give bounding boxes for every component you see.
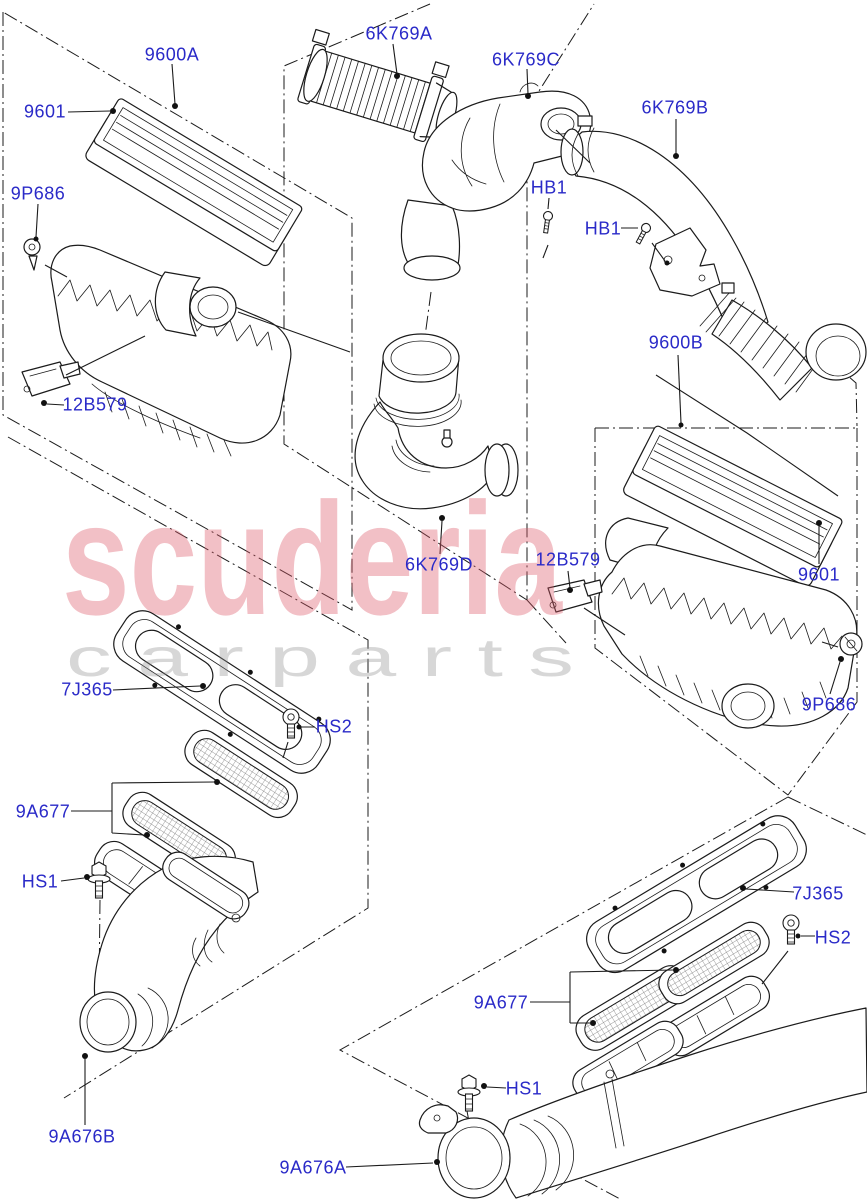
part-label-9600a: 9600A (144, 44, 200, 65)
part-label-9a677-right: 9A677 (473, 992, 529, 1013)
part-label-6k769c: 6K769C (491, 49, 561, 70)
part-filter-element-left (85, 98, 303, 267)
boundary-box-top-left (2, 11, 353, 611)
part-intake-cover-7j365-right (586, 815, 807, 974)
mounting-bracket (649, 227, 721, 297)
part-label-12b579-right: 12B579 (535, 549, 601, 570)
bolt-hb1-first-icon (540, 210, 554, 235)
part-label-9a676b: 9A676B (48, 1126, 116, 1147)
part-grommet-right (839, 632, 863, 656)
part-label-9p686-right: 9P686 (801, 694, 857, 715)
part-label-9p686-left: 9P686 (10, 183, 66, 204)
part-outlet-duct-6k769c (400, 82, 592, 281)
boundary-box-lower-left (7, 436, 369, 1099)
part-label-hs1-left: HS1 (21, 871, 59, 892)
part-label-9601-right: 9601 (797, 564, 841, 585)
watermark-primary: scuderia (62, 469, 563, 648)
part-filter-element-right (623, 425, 843, 587)
screw-hs2-right-icon (782, 914, 800, 945)
part-grommet-left (23, 238, 41, 271)
part-label-hs2-right: HS2 (814, 927, 852, 948)
part-elbow-duct-6k769d (354, 333, 519, 510)
part-label-7j365-left: 7J365 (61, 679, 113, 700)
watermark-secondary: c a r p a r t s (66, 628, 574, 688)
bolt-hs1-right-icon (457, 1074, 481, 1112)
part-label-12b579-left: 12B579 (62, 394, 128, 415)
part-intake-duct-9a676a (418, 1007, 867, 1199)
callout-dots (33, 73, 844, 1165)
part-label-9600b: 9600B (648, 332, 704, 353)
part-intake-cover-7j365-left (113, 610, 331, 774)
part-resonator-9a677-right (572, 921, 771, 1104)
part-label-9601-left: 9601 (23, 101, 67, 122)
part-label-6k769b: 6K769B (641, 97, 709, 118)
part-maf-sensor-right (547, 579, 603, 613)
boundary-box-right (594, 345, 858, 796)
boundary-box-middle (283, 3, 595, 644)
part-label-hs1-right: HS1 (505, 1078, 543, 1099)
part-label-hb1-first: HB1 (530, 177, 568, 198)
part-label-hb1-second: HB1 (584, 218, 622, 239)
part-label-9a676a: 9A676A (279, 1157, 347, 1178)
part-label-6k769a: 6K769A (365, 23, 433, 44)
part-maf-sensor-left (21, 361, 81, 397)
bolt-hb1-second-icon (633, 221, 653, 246)
part-intake-pipe-6k769b (560, 115, 867, 401)
part-air-cleaner-housing-left (50, 244, 292, 457)
part-label-9a677-left: 9A677 (15, 801, 71, 822)
part-label-6k769d: 6K769D (404, 554, 474, 575)
part-label-7j365-right: 7J365 (792, 883, 844, 904)
part-label-hs2-left: HS2 (315, 716, 353, 737)
part-intake-duct-9a676b (79, 851, 259, 1053)
leader-lines (35, 43, 841, 1168)
part-air-cleaner-housing-right (597, 517, 858, 729)
